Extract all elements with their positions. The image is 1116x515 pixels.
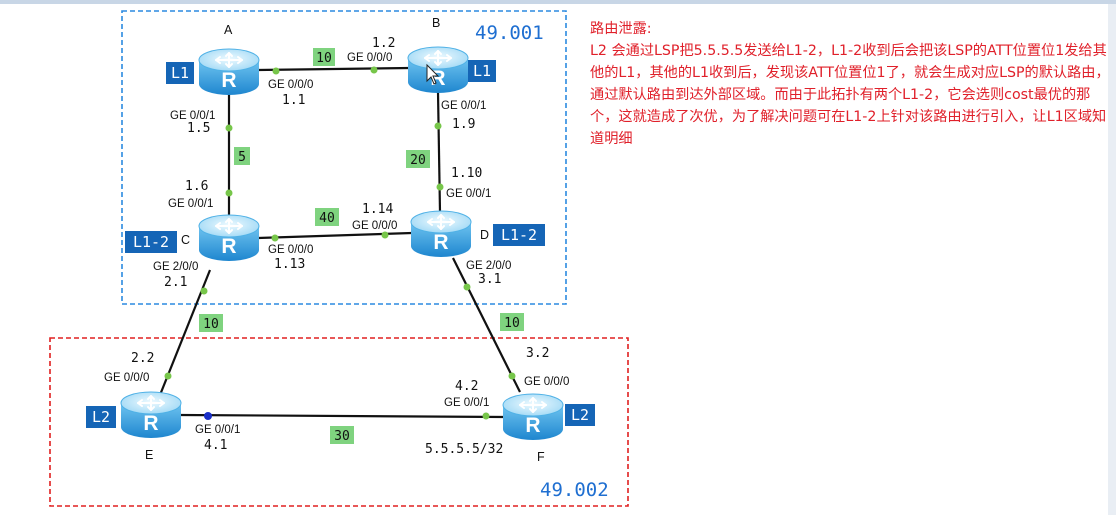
port-dot (463, 283, 471, 291)
ip-label: 4.2 (455, 379, 478, 394)
route-leak-note: 路由泄露: L2 会通过LSP把5.5.5.5发送给L1-2，L1-2收到后会把… (590, 18, 1110, 150)
router-a-name: A (224, 23, 233, 37)
ip-label: 4.1 (204, 438, 227, 453)
router-e-name: E (145, 448, 153, 462)
router-e-icon[interactable] (120, 391, 182, 439)
cost-badge-e-f: 30 (330, 426, 354, 444)
note-body: L2 会通过LSP把5.5.5.5发送给L1-2，L1-2收到后会把该LSP的A… (590, 43, 1110, 147)
router-f-name: F (537, 450, 545, 464)
window-top-edge (0, 0, 1116, 4)
router-a-icon[interactable] (198, 48, 260, 96)
link-a-b (257, 66, 411, 72)
svg-text:10: 10 (316, 51, 332, 66)
svg-text:L1-2: L1-2 (501, 226, 537, 244)
router-f-icon[interactable] (502, 393, 564, 441)
link-b-d (436, 91, 442, 213)
port-dot (508, 372, 516, 380)
ip-label: 3.2 (526, 346, 549, 361)
area-49001-label: 49.001 (475, 22, 544, 44)
svg-text:30: 30 (334, 429, 350, 444)
ip-label: 2.2 (131, 351, 154, 366)
level-badge-a: L1 (166, 62, 194, 84)
port-dot (436, 183, 444, 191)
router-b-name: B (432, 16, 440, 30)
port-dot (225, 189, 233, 197)
port-dot-selected (204, 412, 212, 420)
svg-text:10: 10 (504, 316, 520, 331)
port-label: GE 0/0/1 (446, 188, 491, 200)
port-dot (434, 122, 442, 130)
port-label: GE 0/0/1 (168, 198, 213, 210)
port-label: GE 0/0/0 (268, 244, 313, 256)
cost-badge-a-b: 10 (313, 48, 335, 66)
cost-badge-d-f: 10 (500, 313, 524, 331)
level-badge-d: L1-2 (493, 224, 545, 246)
port-dot (271, 234, 279, 242)
svg-text:L2: L2 (92, 408, 110, 426)
router-c-icon[interactable] (198, 214, 260, 262)
port-label: GE 0/0/1 (444, 397, 489, 409)
area-49002-border (49, 337, 629, 507)
cost-badge-c-e: 10 (199, 314, 223, 332)
level-badge-c: L1-2 (125, 231, 177, 253)
area-49002-label: 49.002 (540, 479, 609, 501)
mouse-cursor-icon (426, 63, 440, 85)
ip-label: 1.5 (187, 121, 210, 136)
svg-text:20: 20 (410, 153, 426, 168)
port-label: GE 0/0/0 (352, 220, 397, 232)
ip-label: 1.2 (372, 36, 395, 51)
port-dot (482, 412, 490, 420)
svg-text:L1: L1 (473, 62, 491, 80)
link-d-f (452, 257, 521, 393)
loopback-label: 5.5.5.5/32 (425, 442, 503, 457)
port-label: GE 2/0/0 (466, 260, 511, 272)
port-label: GE 0/0/1 (441, 100, 486, 112)
svg-text:L1: L1 (171, 64, 189, 82)
note-title: 路由泄露: (590, 21, 652, 37)
port-label: GE 0/0/0 (104, 372, 149, 384)
port-dot (272, 67, 280, 75)
port-label: GE 0/0/0 (524, 376, 569, 388)
ip-label: 1.9 (452, 117, 475, 132)
router-d-name: D (480, 228, 489, 242)
port-dot (381, 231, 389, 239)
svg-text:40: 40 (319, 211, 335, 226)
router-b-icon[interactable] (407, 46, 469, 94)
router-c-name: C (181, 233, 190, 247)
ip-label: 1.13 (274, 257, 305, 272)
port-label: GE 2/0/0 (153, 261, 198, 273)
port-label: GE 0/0/0 (347, 52, 392, 64)
port-label: GE 0/0/1 (195, 424, 240, 436)
svg-text:L1-2: L1-2 (133, 233, 169, 251)
cost-badge-c-d: 40 (315, 208, 339, 226)
cost-badge-b-d: 20 (406, 150, 430, 168)
link-e-f (179, 413, 506, 419)
cost-badge-a-c: 5 (234, 147, 250, 165)
link-c-d (257, 231, 413, 240)
router-d-icon[interactable] (410, 210, 472, 258)
port-dot (370, 66, 378, 74)
svg-text:5: 5 (238, 150, 246, 165)
level-badge-e: L2 (86, 406, 116, 428)
ip-label: 2.1 (164, 275, 187, 290)
svg-text:10: 10 (203, 317, 219, 332)
ip-label: 3.1 (478, 272, 501, 287)
port-dot (225, 124, 233, 132)
level-badge-b: L1 (468, 60, 496, 82)
port-label: GE 0/0/1 (170, 110, 215, 122)
window-scrollbar[interactable] (1108, 4, 1116, 515)
ip-label: 1.6 (185, 179, 208, 194)
port-dot (164, 372, 172, 380)
svg-text:L2: L2 (571, 406, 589, 424)
ip-label: 1.10 (451, 166, 482, 181)
port-label: GE 0/0/0 (268, 79, 313, 91)
port-dot (200, 287, 208, 295)
level-badge-f: L2 (565, 404, 595, 426)
ip-label: 1.1 (282, 93, 305, 108)
ip-label: 1.14 (362, 202, 393, 217)
